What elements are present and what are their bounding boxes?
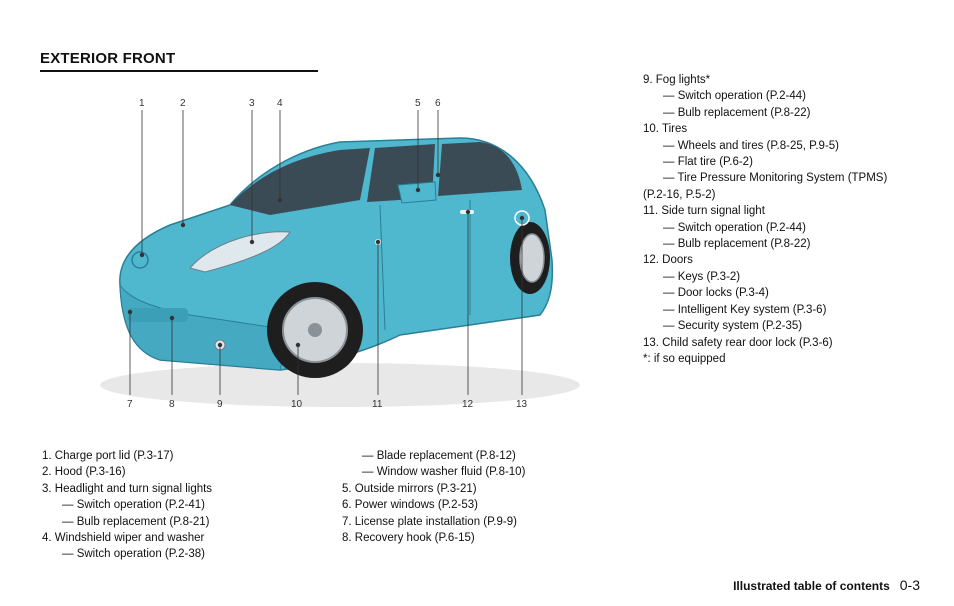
callout-3: 3 [249,98,255,109]
list-item: 9. Fog lights* [643,74,711,86]
callout-7: 7 [127,399,133,410]
list-item: 7. License plate installation (P.9-9) [342,515,517,528]
callout-9: 9 [217,399,223,410]
callout-2: 2 [180,98,186,109]
list-subitem: — Door locks (P.3-4) [663,287,769,300]
list-subitem: — Switch operation (P.2-44) [663,90,806,103]
right-column-list: 9. Fog lights* — Switch operation (P.2-4… [643,72,887,367]
list-subitem: — Bulb replacement (P.8-22) [663,106,811,119]
title-underline [40,70,318,72]
list-subitem: — Tire Pressure Monitoring System (TPMS) [663,172,888,185]
list-item: 3. Headlight and turn signal lights [42,482,213,495]
door-line [379,200,471,331]
list-item: 1. Charge port lid (P.3-17) [42,450,174,462]
list-subitem: — Switch operation (P.2-41) [62,499,205,512]
car-illustration: 1 2 3 4 5 6 7 8 9 10 11 12 13 [100,98,580,410]
rear-rim [519,233,545,283]
middle-column-list: — Blade replacement (P.8-12) — Window wa… [342,448,525,546]
page-title: EXTERIOR FRONT [40,50,176,67]
list-subitem: — Blade replacement (P.8-12) [362,450,516,462]
list-subitem: — Bulb replacement (P.8-22) [663,238,811,251]
left-column-list: 1. Charge port lid (P.3-17) 2. Hood (P.3… [42,448,212,563]
headlight [189,231,291,273]
list-item: 4. Windshield wiper and washer [42,532,205,545]
callout-1: 1 [139,98,145,109]
list-subitem: — Intelligent Key system (P.3-6) [663,303,827,316]
callout-13: 13 [516,399,528,410]
outside-mirror [397,181,437,204]
license-plate-area [128,308,188,322]
list-item: 6. Power windows (P.2-53) [342,499,478,512]
list-subitem: — Switch operation (P.2-38) [62,548,205,561]
callout-11: 11 [372,399,383,410]
list-subitem: — Bulb replacement (P.8-21) [62,515,210,528]
list-item: 8. Recovery hook (P.6-15) [342,532,475,545]
windshield [230,148,370,215]
callout-5: 5 [415,98,421,109]
list-subitem: — Flat tire (P.6-2) [663,156,753,169]
list-item: 11. Side turn signal light [643,205,765,218]
list-subitem: — Wheels and tires (P.8-25, P.9-5) [663,139,839,152]
callout-8: 8 [169,399,175,410]
page-number: 0-3 [899,577,920,593]
callout-6: 6 [435,98,441,109]
footnote: *: if so equipped [643,352,726,365]
list-item: 5. Outside mirrors (P.3-21) [342,482,477,495]
list-subitem: — Keys (P.3-2) [663,270,741,283]
list-item: 10. Tires [643,123,688,136]
front-bumper [119,283,291,371]
callout-10: 10 [291,399,303,410]
footer-label: Illustrated table of contents [733,579,890,593]
list-item: 2. Hood (P.3-16) [42,466,126,479]
list-item-continuation: (P.2-16, P.5-2) [643,188,716,201]
charge-port-lid [131,251,149,269]
list-item: 12. Doors [643,254,693,267]
callout-12: 12 [462,399,474,410]
side-window-rear [438,142,522,196]
list-subitem: — Security system (P.2-35) [663,320,803,333]
callout-4: 4 [277,98,283,109]
page-footer: Illustrated table of contents 0-3 [733,577,920,593]
list-item: 13. Child safety rear door lock (P.3-6) [643,336,833,349]
list-subitem: — Switch operation (P.2-44) [663,221,806,234]
list-subitem: — Window washer fluid (P.8-10) [362,466,526,479]
